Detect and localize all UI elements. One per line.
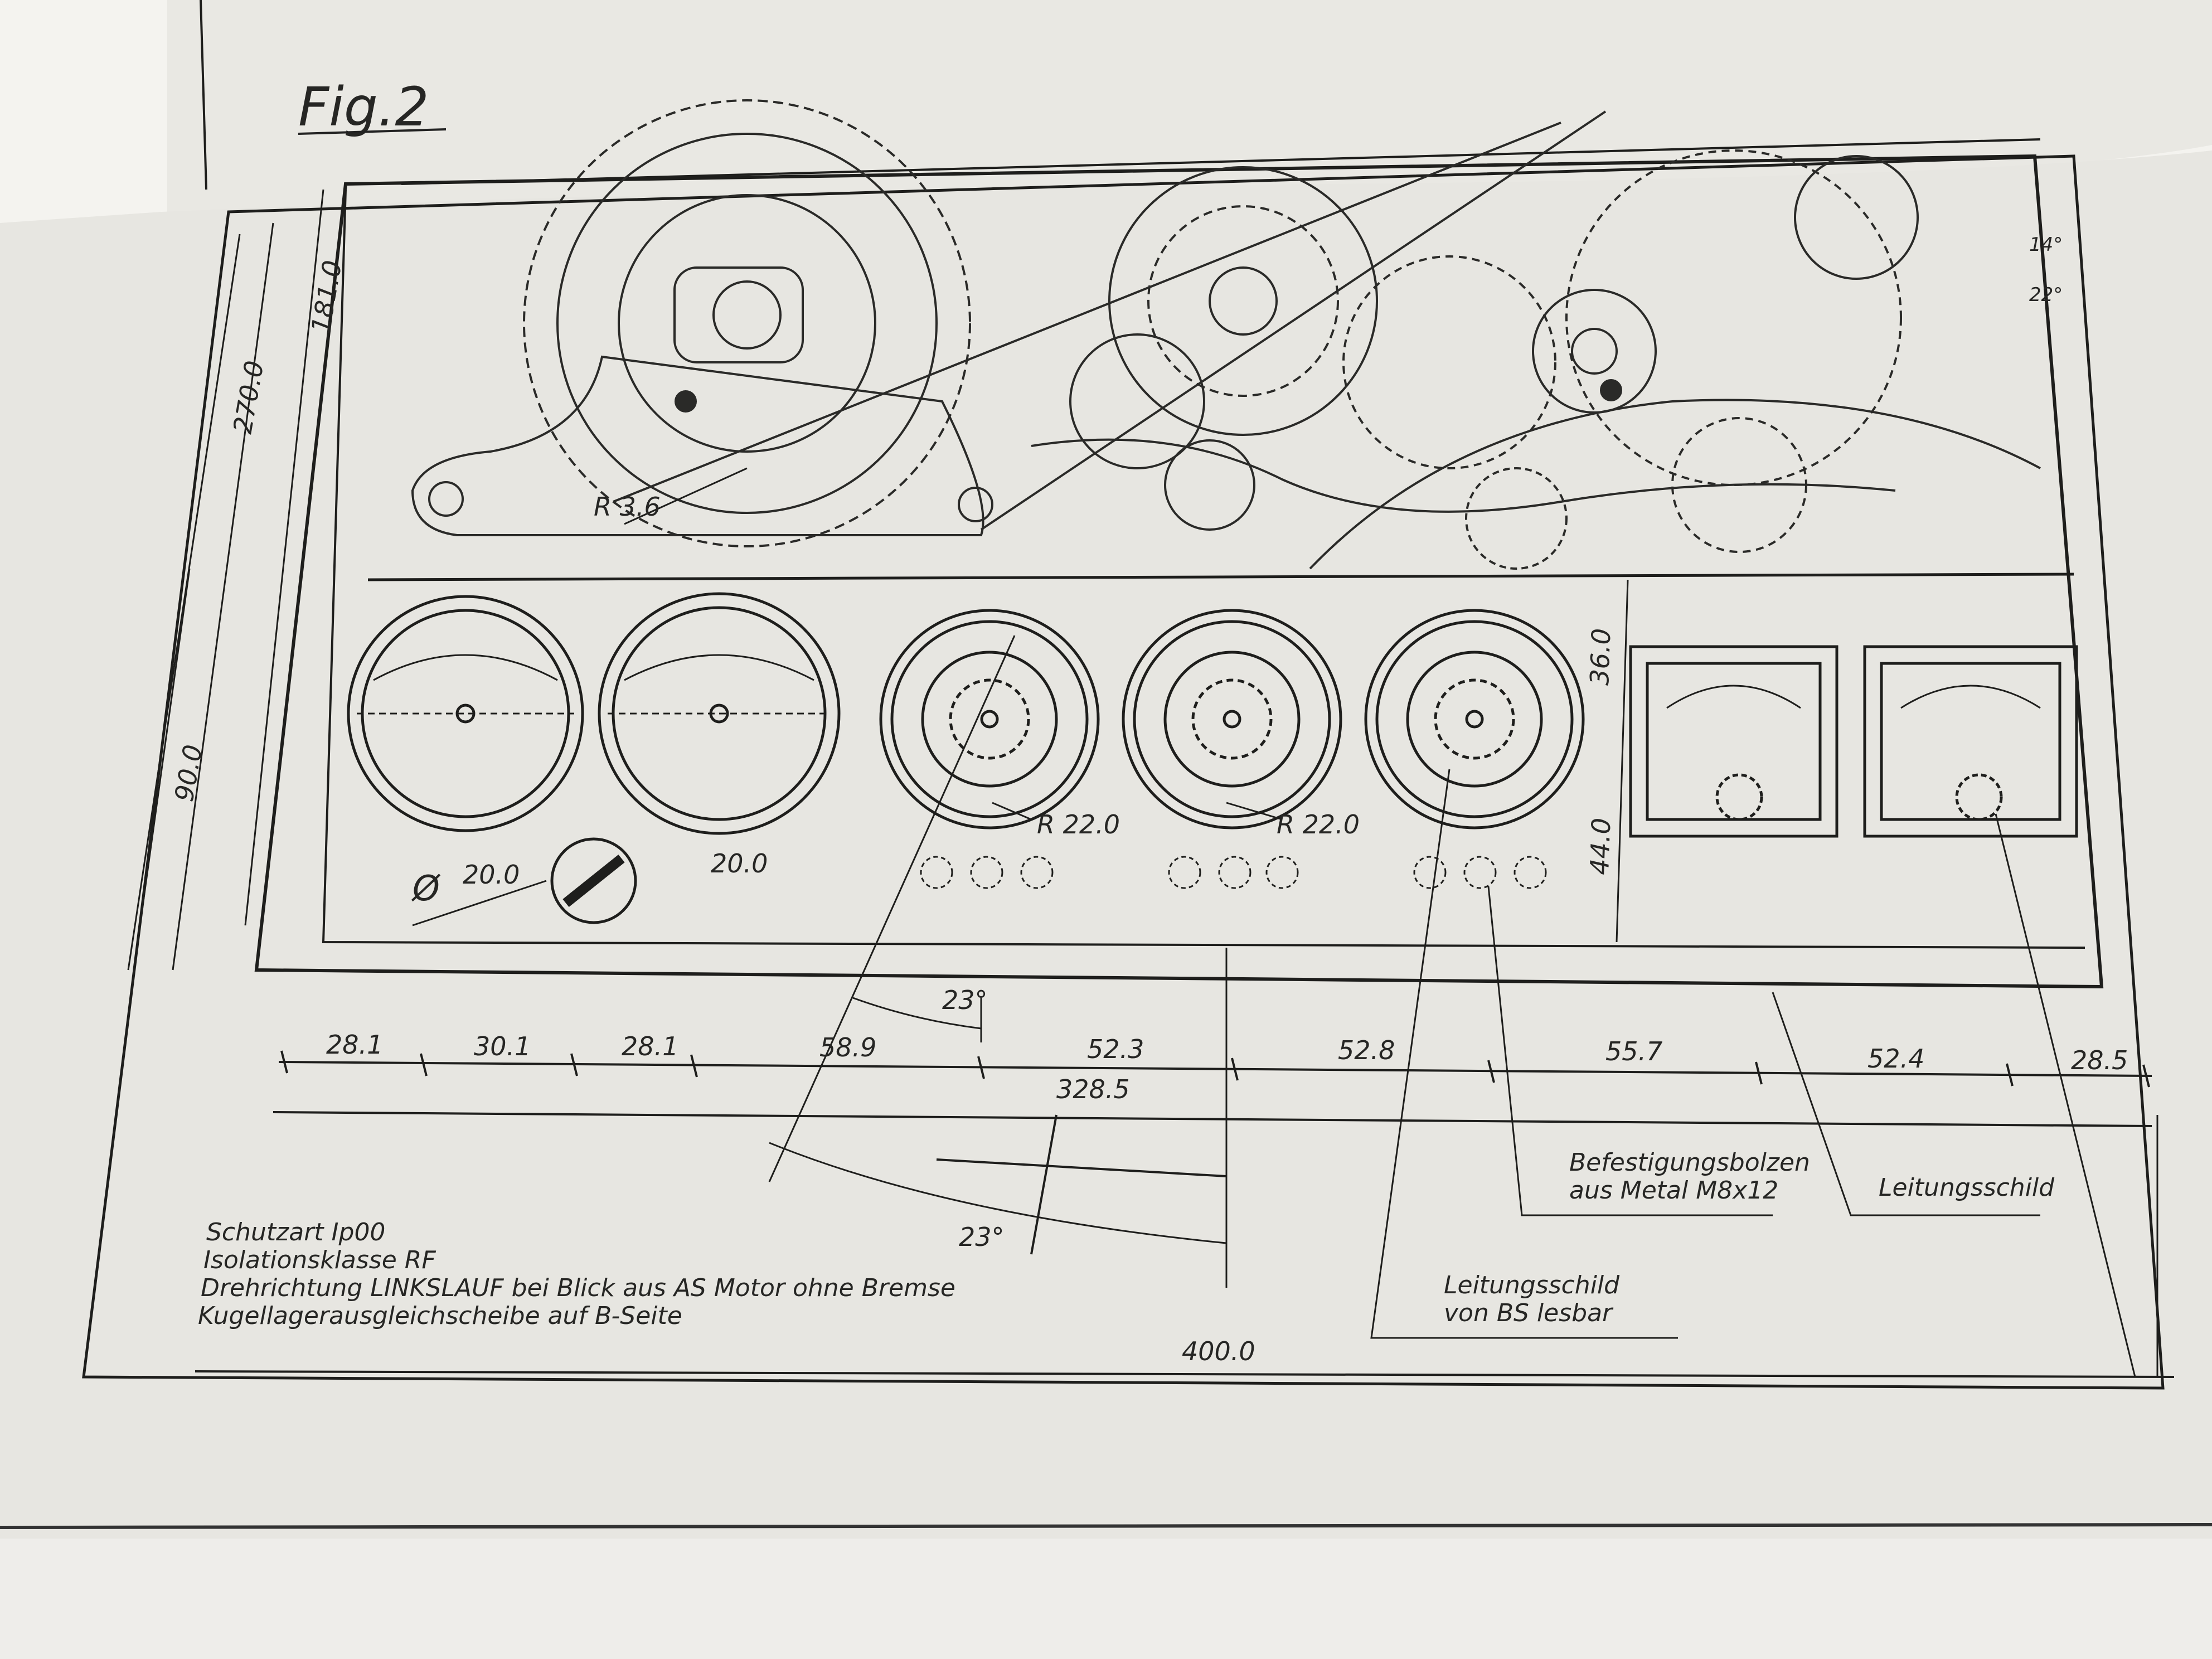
dim-total: 400.0: [1182, 1336, 1255, 1366]
horizontal-dimension-lines: [195, 1061, 2175, 1378]
flange-3: [1364, 609, 1585, 830]
top-page-border: [200, 0, 207, 190]
gauge-2: [598, 592, 841, 835]
meter-2: [1863, 645, 2078, 838]
leitungsschild-bs-line2: von BS lesbar: [1444, 1299, 1614, 1327]
lower-page: [0, 1539, 2212, 1659]
note-4: Kugellagerausgleichscheibe auf B-Seite: [198, 1302, 682, 1330]
dim-bottom-7: 55.7: [1605, 1036, 1662, 1066]
inline-dimension: 20.0: [711, 848, 768, 879]
note-1: Schutzart Ip00: [206, 1218, 385, 1246]
angle-1: 23°: [942, 985, 988, 1015]
figure-label-underline: [298, 128, 447, 135]
dim-bottom-1: 28.1: [326, 1030, 383, 1060]
leitungsschild-label: Leitungsschild: [1879, 1173, 2055, 1202]
dim-bottom-2: 30.1: [474, 1031, 531, 1061]
dim-bottom-4: 58.9: [819, 1032, 876, 1063]
knob: [550, 837, 637, 924]
meter-1: [1629, 645, 1839, 838]
dim-bottom-9: 28.5: [2071, 1045, 2128, 1075]
figure-label: Fig.2: [298, 76, 429, 138]
dim-44: 44.0: [1584, 817, 1617, 875]
dim-bottom-3: 28.1: [622, 1031, 678, 1061]
dim-bottom-8: 52.4: [1867, 1044, 1924, 1074]
gauge-1: [347, 595, 584, 832]
panel-divider: [367, 573, 2074, 581]
panel-frame: [254, 154, 2104, 989]
dim-bottom-6: 52.8: [1338, 1035, 1395, 1065]
top-frame-line: [401, 138, 2041, 185]
callouts: R 3.6 R 22.0 R 22.0 Ø 20.0 20.0 181.0 27…: [169, 234, 2128, 1366]
diameter-symbol: Ø: [411, 868, 441, 909]
dimension-ticks: [280, 1050, 2150, 1088]
vertical-dimension-lines: [127, 189, 1629, 971]
outer-border: [82, 154, 2165, 1390]
note-2: Isolationsklasse RF: [203, 1246, 436, 1274]
leader-lines: [412, 467, 2158, 1377]
mechanism-drawing: [411, 99, 2041, 570]
diameter-value: 20.0: [463, 860, 520, 890]
angle-3: 14°: [2029, 234, 2063, 256]
radius-callout-2: R 22.0: [1037, 809, 1120, 840]
angle-4: 22°: [2029, 284, 2063, 306]
radius-callout-1: R 3.6: [594, 492, 661, 522]
bolt-holes: [920, 856, 1547, 889]
radius-callout-3: R 22.0: [1277, 809, 1360, 840]
leitungsschild-bs-line1: Leitungsschild: [1444, 1271, 1620, 1299]
paper-page: [0, 151, 2212, 1539]
inner-frame: [322, 189, 2085, 949]
dim-subtotal: 328.5: [1056, 1074, 1130, 1104]
flange-1: [879, 609, 1100, 830]
dim-36: 36.0: [1584, 628, 1617, 686]
dim-bottom-5: 52.3: [1087, 1034, 1144, 1064]
note-3: Drehrichtung LINKSLAUF bei Blick aus AS …: [201, 1274, 955, 1302]
befestigung-label-line2: aus Metal M8x12: [1569, 1176, 1778, 1205]
angle-2: 23°: [959, 1222, 1005, 1252]
page-bottom-rule: [0, 1523, 2212, 1529]
befestigung-label-line1: Befestigungsbolzen: [1569, 1148, 1810, 1177]
flange-2: [1122, 609, 1342, 830]
